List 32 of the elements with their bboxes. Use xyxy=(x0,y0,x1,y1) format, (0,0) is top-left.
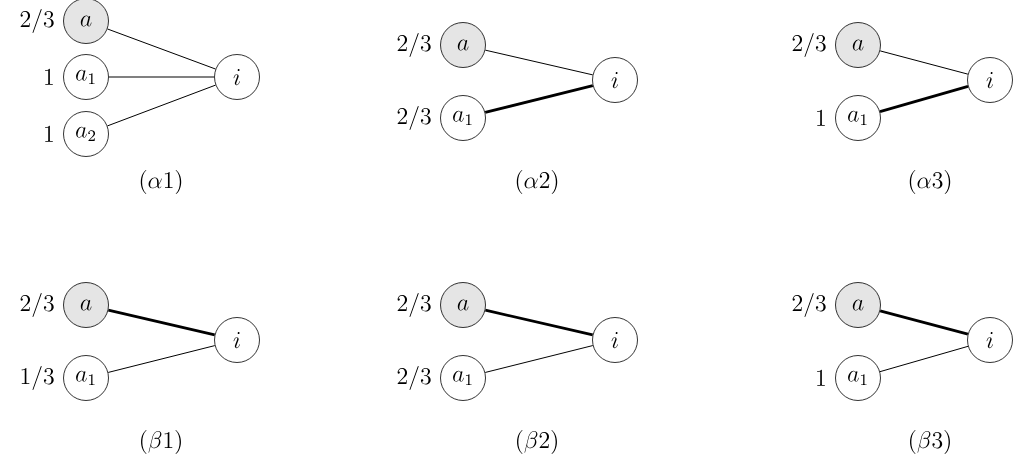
edge-line xyxy=(879,50,969,75)
edge-line xyxy=(484,49,594,76)
panel-caption: $(\beta1)$ xyxy=(141,430,181,455)
edge-line xyxy=(107,28,217,70)
weight-label: $1$ xyxy=(817,369,825,386)
edge-line xyxy=(879,345,969,373)
panel-caption: $(\alpha3)$ xyxy=(909,170,951,195)
edge-line xyxy=(108,308,215,337)
weight-label: $2/3$ xyxy=(20,293,54,317)
panel-caption: $(\beta2)$ xyxy=(517,430,557,455)
weight-label: $2/3$ xyxy=(397,293,431,317)
panel-caption: $(\alpha2)$ xyxy=(516,170,558,195)
panel-caption: $(\alpha1)$ xyxy=(140,170,182,195)
edge-line xyxy=(485,308,593,337)
weight-label: $1$ xyxy=(45,125,53,142)
edge-line xyxy=(484,345,594,373)
weight-label: $2/3$ xyxy=(792,33,826,57)
weight-label: $1$ xyxy=(817,109,825,126)
edge-line xyxy=(106,84,217,127)
weight-label: $2/3$ xyxy=(20,9,54,33)
weight-label: $2/3$ xyxy=(397,366,431,390)
panel-caption: $(\beta3)$ xyxy=(910,430,950,455)
weight-label: $2/3$ xyxy=(792,293,826,317)
edge-line xyxy=(107,345,216,373)
weight-label: $2/3$ xyxy=(397,33,431,57)
weight-label: $2/3$ xyxy=(397,106,431,130)
edge-line xyxy=(108,76,215,78)
edge-line xyxy=(484,84,594,114)
weight-label: $1/3$ xyxy=(21,366,54,390)
weight-label: $1$ xyxy=(45,68,53,85)
edge-line xyxy=(879,85,969,113)
edge-line xyxy=(879,309,969,336)
